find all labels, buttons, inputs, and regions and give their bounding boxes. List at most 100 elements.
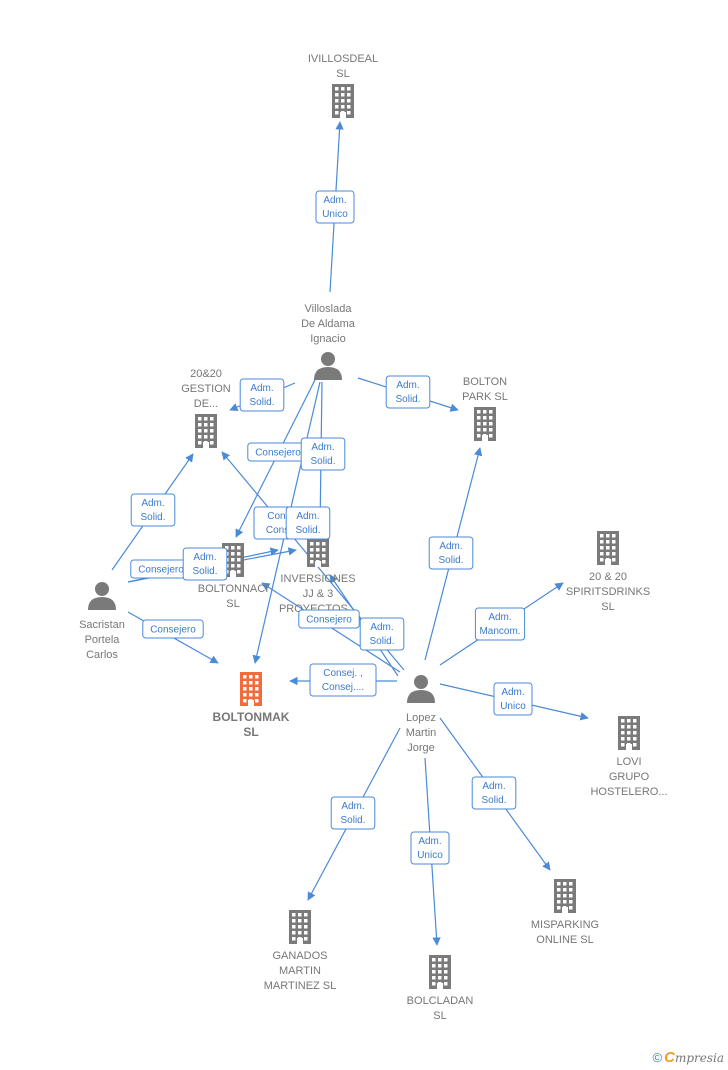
- edge-label-text: Adm.: [141, 498, 164, 509]
- node-label: Sacristan: [79, 619, 125, 631]
- node-ganados[interactable]: GANADOS MARTIN MARTINEZ SL: [264, 910, 337, 992]
- node-label: Portela: [85, 634, 121, 646]
- building-icon: [332, 84, 354, 118]
- edge-label-box: [182, 547, 228, 581]
- edge-label-sacristan-to-boltonmak[interactable]: Consejero: [142, 619, 204, 639]
- node-label: De Aldama: [301, 318, 356, 330]
- building-icon: [597, 531, 619, 565]
- brand-footer[interactable]: ©Cmpresia: [653, 1049, 725, 1066]
- edge-label-villoslada-to-gestion2020[interactable]: Adm.Solid.: [239, 378, 285, 412]
- person-icon: [407, 675, 435, 703]
- edge-label-sacristan-to-gestion2020[interactable]: Adm. Solid.: [130, 493, 176, 527]
- edge-label-text: Solid.: [340, 815, 365, 826]
- edge-label-text: Solid.: [295, 525, 320, 536]
- node-label: SL: [226, 598, 239, 610]
- node-label: GESTION: [181, 383, 231, 395]
- edge-label-text: Adm.: [439, 541, 462, 552]
- edge-label-text: Solid.: [310, 456, 335, 467]
- node-label: SL: [433, 1010, 446, 1022]
- node-ivillosdeal[interactable]: IVILLOSDEAL SL: [308, 53, 378, 118]
- edge-label-text: Adm.: [418, 836, 441, 847]
- node-misparking[interactable]: MISPARKING ONLINE SL: [531, 879, 599, 946]
- building-icon: [429, 955, 451, 989]
- edge-label-lopez-to-bolcladan[interactable]: Adm. Unico: [410, 831, 450, 865]
- node-label: MARTIN: [279, 965, 321, 977]
- node-label: GANADOS: [272, 950, 327, 962]
- node-label: 20&20: [190, 368, 222, 380]
- edge-label-sacristan-to-boltonnaci[interactable]: Consejero: [130, 559, 192, 579]
- edge-label-villoslada-to-boltonpark[interactable]: Adm.Solid.: [385, 375, 431, 409]
- edge-label-text: Adm.: [250, 383, 273, 394]
- edge-label-villoslada-to-inversiones[interactable]: Adm. Solid.: [300, 437, 346, 471]
- node-label: GRUPO: [609, 771, 650, 783]
- edge-label-box: [330, 796, 376, 830]
- edge-label-box: [309, 663, 377, 697]
- edge-label-text: Adm.: [296, 511, 319, 522]
- node-label: Lopez: [406, 712, 436, 724]
- building-icon: [618, 716, 640, 750]
- edge-label-text: Solid.: [140, 512, 165, 523]
- node-label: HOSTELERO...: [590, 786, 667, 798]
- edge-label-lopez-to-spirits2020[interactable]: Adm. Mancom.: [474, 607, 526, 641]
- edge-label-text: Consejero: [138, 565, 184, 576]
- node-label: LOVI: [616, 756, 641, 768]
- node-label: PARK SL: [462, 391, 508, 403]
- edge-label-text: Solid.: [438, 555, 463, 566]
- edge-label-villoslada-to-boltonnaci[interactable]: Consejero: [247, 442, 309, 462]
- edge-label-lopez-to-ganados[interactable]: Adm.Solid.: [330, 796, 376, 830]
- node-bolcladan[interactable]: BOLCLADAN SL: [407, 955, 474, 1022]
- node-label: IVILLOSDEAL: [308, 53, 378, 65]
- node-label: ONLINE SL: [536, 934, 593, 946]
- edge-label-text: Consejero: [306, 615, 352, 626]
- edge-label-text: Consej. ,: [323, 668, 362, 679]
- node-label: BOLTONMAK: [213, 710, 290, 724]
- person-icon: [88, 582, 116, 610]
- edge-label-lopez-to-boltonmak[interactable]: Consej. ,Consej....: [309, 663, 377, 697]
- edge-label-lopez-to-boltonnaci[interactable]: Consejero: [298, 609, 360, 629]
- edge-label-sacristan-to-inversiones[interactable]: Adm.Solid.: [182, 547, 228, 581]
- edge-label-box: [239, 378, 285, 412]
- edge-label-text: Adm.: [370, 622, 393, 633]
- edge-label-box: [298, 609, 360, 629]
- node-gestion2020[interactable]: 20&20GESTIONDE...: [181, 368, 231, 448]
- edge-label-box: [359, 617, 405, 651]
- edge-label-villoslada-to-ivillosdeal[interactable]: Adm. Unico: [315, 190, 355, 224]
- copyright-icon: ©: [652, 1050, 663, 1065]
- node-label: Martin: [406, 727, 437, 739]
- building-icon: [195, 414, 217, 448]
- building-icon: [554, 879, 576, 913]
- node-label: MARTINEZ SL: [264, 980, 337, 992]
- edge-label-lopez-to-inversiones[interactable]: Adm. Solid.: [359, 617, 405, 651]
- edge-label-lopez-to-lovi[interactable]: Adm.Unico: [493, 682, 533, 716]
- edge-label-text: Adm.: [311, 442, 334, 453]
- edge-label-text: Solid.: [192, 566, 217, 577]
- edge-label-text: Adm.: [482, 781, 505, 792]
- edge-label-lopez-to-misparking[interactable]: Adm.Solid.: [471, 776, 517, 810]
- node-label: BOLCLADAN: [407, 995, 474, 1007]
- node-label: MISPARKING: [531, 919, 599, 931]
- edge-label-text: Adm.: [488, 612, 511, 623]
- edge-label-box: [428, 536, 474, 570]
- edge-label-text: Unico: [322, 209, 348, 220]
- brand-logo-text: mpresia: [674, 1051, 724, 1065]
- edge-label-box: [285, 506, 331, 540]
- edge-label-text: Mancom.: [479, 626, 520, 637]
- node-label: SL: [336, 68, 349, 80]
- edge-label-box: [493, 682, 533, 716]
- node-lovi[interactable]: LOVI GRUPO HOSTELERO...: [590, 716, 668, 798]
- building-icon: [289, 910, 311, 944]
- edge-label-lopez-to-gestion2020[interactable]: Adm. Solid.: [285, 506, 331, 540]
- edge-label-text: Adm.: [323, 195, 346, 206]
- edge-label-lopez-to-boltonpark[interactable]: Adm. Solid.: [428, 536, 474, 570]
- edge-label-text: Solid.: [369, 636, 394, 647]
- edge-label-text: Unico: [417, 850, 443, 861]
